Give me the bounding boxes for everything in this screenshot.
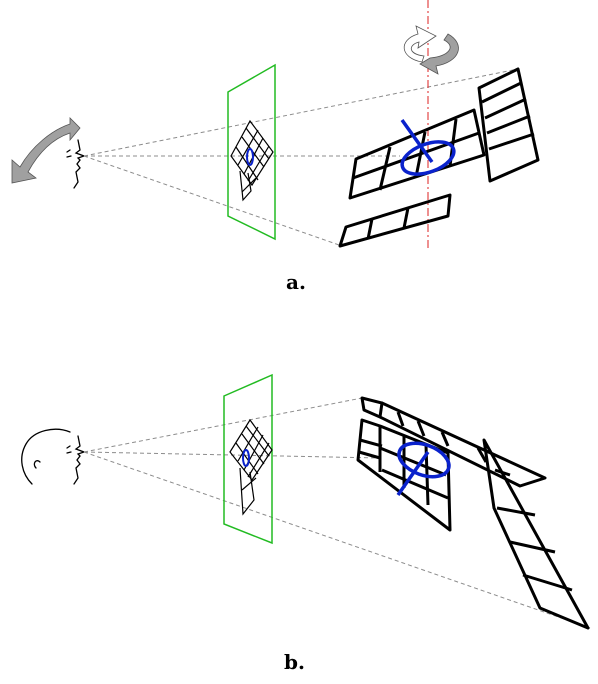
projected-grid [230,119,274,202]
projected-grid [229,418,273,516]
projection-screen [227,63,276,241]
object-marker [396,441,451,497]
projection-screen [223,373,273,545]
object-grid [338,67,540,248]
circular-rotation-arrow-icon [403,25,459,75]
curved-double-arrow-icon [11,117,81,184]
panel-a-label: a. [286,270,306,294]
sight-ray [83,68,519,157]
sight-ray [83,155,343,247]
face-profile-icon [21,428,86,485]
object-marker [400,118,456,176]
sight-ray [83,397,363,453]
sight-ray [83,451,591,629]
panel-b-label: b. [284,650,305,674]
face-profile-icon [66,139,86,189]
object-grid [356,396,590,630]
panel-a [11,0,540,248]
panel-b [21,373,591,630]
